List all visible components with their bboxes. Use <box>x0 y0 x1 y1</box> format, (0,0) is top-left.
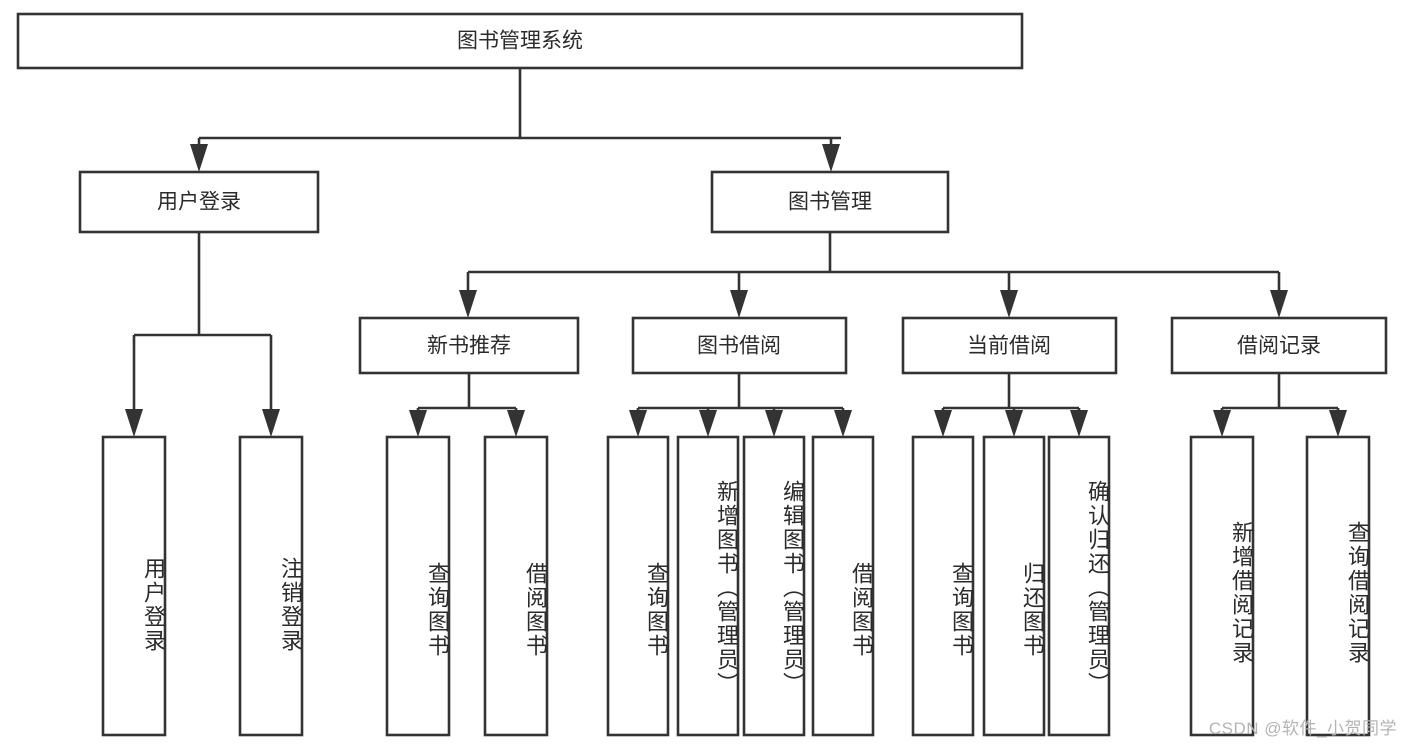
edge-root-to-level1 <box>190 68 841 172</box>
leaf-query-borrow-record-box[interactable] <box>1305 435 1371 737</box>
edge-current-borrow-to-leaves <box>934 373 1088 437</box>
arrow-to-leaf-query-book-2 <box>629 410 647 437</box>
edge-book-manage-to-level2 <box>459 232 1288 318</box>
new-book-recommend-box <box>358 316 580 375</box>
arrow-to-leaf-add-book-admin <box>699 410 717 437</box>
arrow-to-leaf-edit-book-admin <box>765 410 783 437</box>
edge-user-login-to-leaves <box>125 232 280 437</box>
current-borrow-label: 当前借阅 <box>967 335 1051 358</box>
edge-book-borrow-to-leaves <box>629 373 852 437</box>
leaf-add-book-admin-box[interactable] <box>676 435 740 737</box>
leaf-query-book-3-box[interactable] <box>911 435 975 737</box>
leaf-query-book-1-box[interactable] <box>385 435 451 737</box>
arrow-to-leaf-borrow-book-1 <box>507 410 525 437</box>
node-user-login[interactable]: 用户登录 <box>78 170 320 234</box>
arrow-to-leaf-logout-login <box>262 409 280 437</box>
arrow-to-leaf-query-book-1 <box>409 410 427 437</box>
node-current-borrow[interactable]: 当前借阅 <box>901 316 1118 375</box>
arrow-to-leaf-user-login <box>125 409 143 437</box>
leaf-borrow-book-1-box[interactable] <box>483 435 549 737</box>
arrow-to-leaf-add-borrow-record <box>1213 410 1231 437</box>
edge-borrow-record-to-leaves <box>1213 373 1347 437</box>
new-book-recommend-label: 新书推荐 <box>427 335 511 358</box>
leaf-borrow-book-2-box[interactable] <box>811 435 875 737</box>
user-login-box <box>78 170 320 234</box>
arrow-to-leaf-query-borrow-record <box>1329 410 1347 437</box>
node-book-manage[interactable]: 图书管理 <box>710 170 950 234</box>
borrow-record-label: 借阅记录 <box>1237 335 1321 358</box>
leaf-boxes <box>101 435 1371 737</box>
node-new-book-recommend[interactable]: 新书推荐 <box>358 316 580 375</box>
leaf-edit-book-admin-box[interactable] <box>742 435 806 737</box>
user-login-label: 用户登录 <box>157 191 241 214</box>
current-borrow-box <box>901 316 1118 375</box>
book-manage-label: 图书管理 <box>788 191 872 214</box>
arrow-to-current-borrow <box>1000 290 1018 318</box>
arrow-to-user-login <box>190 144 208 172</box>
book-borrow-label: 图书借阅 <box>697 335 781 358</box>
leaf-add-borrow-record-box[interactable] <box>1189 435 1255 737</box>
arrow-to-book-manage <box>822 144 840 172</box>
leaf-return-book-box[interactable] <box>982 435 1046 737</box>
arrow-to-leaf-query-book-3 <box>934 410 952 437</box>
leaf-user-login-box[interactable] <box>101 435 167 737</box>
arrow-to-leaf-return-book <box>1005 410 1023 437</box>
arrow-to-leaf-borrow-book-2 <box>834 410 852 437</box>
root-label: 图书管理系统 <box>457 30 583 53</box>
node-borrow-record[interactable]: 借阅记录 <box>1170 316 1388 375</box>
leaf-confirm-return-admin-box[interactable] <box>1047 435 1111 737</box>
root-box <box>16 12 1024 70</box>
node-book-borrow[interactable]: 图书借阅 <box>631 316 848 375</box>
arrow-to-new-book-recommend <box>459 290 477 318</box>
arrow-to-book-borrow <box>730 290 748 318</box>
node-root[interactable]: 图书管理系统 <box>16 12 1024 70</box>
arrow-to-borrow-record <box>1270 290 1288 318</box>
edge-new-book-recommend-to-leaves <box>409 373 525 437</box>
leaf-query-book-2-box[interactable] <box>606 435 670 737</box>
csdn-watermark: CSDN @软件_小贺同学 <box>1208 719 1397 738</box>
arrow-to-leaf-confirm-return-admin <box>1070 410 1088 437</box>
leaf-logout-login-box[interactable] <box>238 435 304 737</box>
